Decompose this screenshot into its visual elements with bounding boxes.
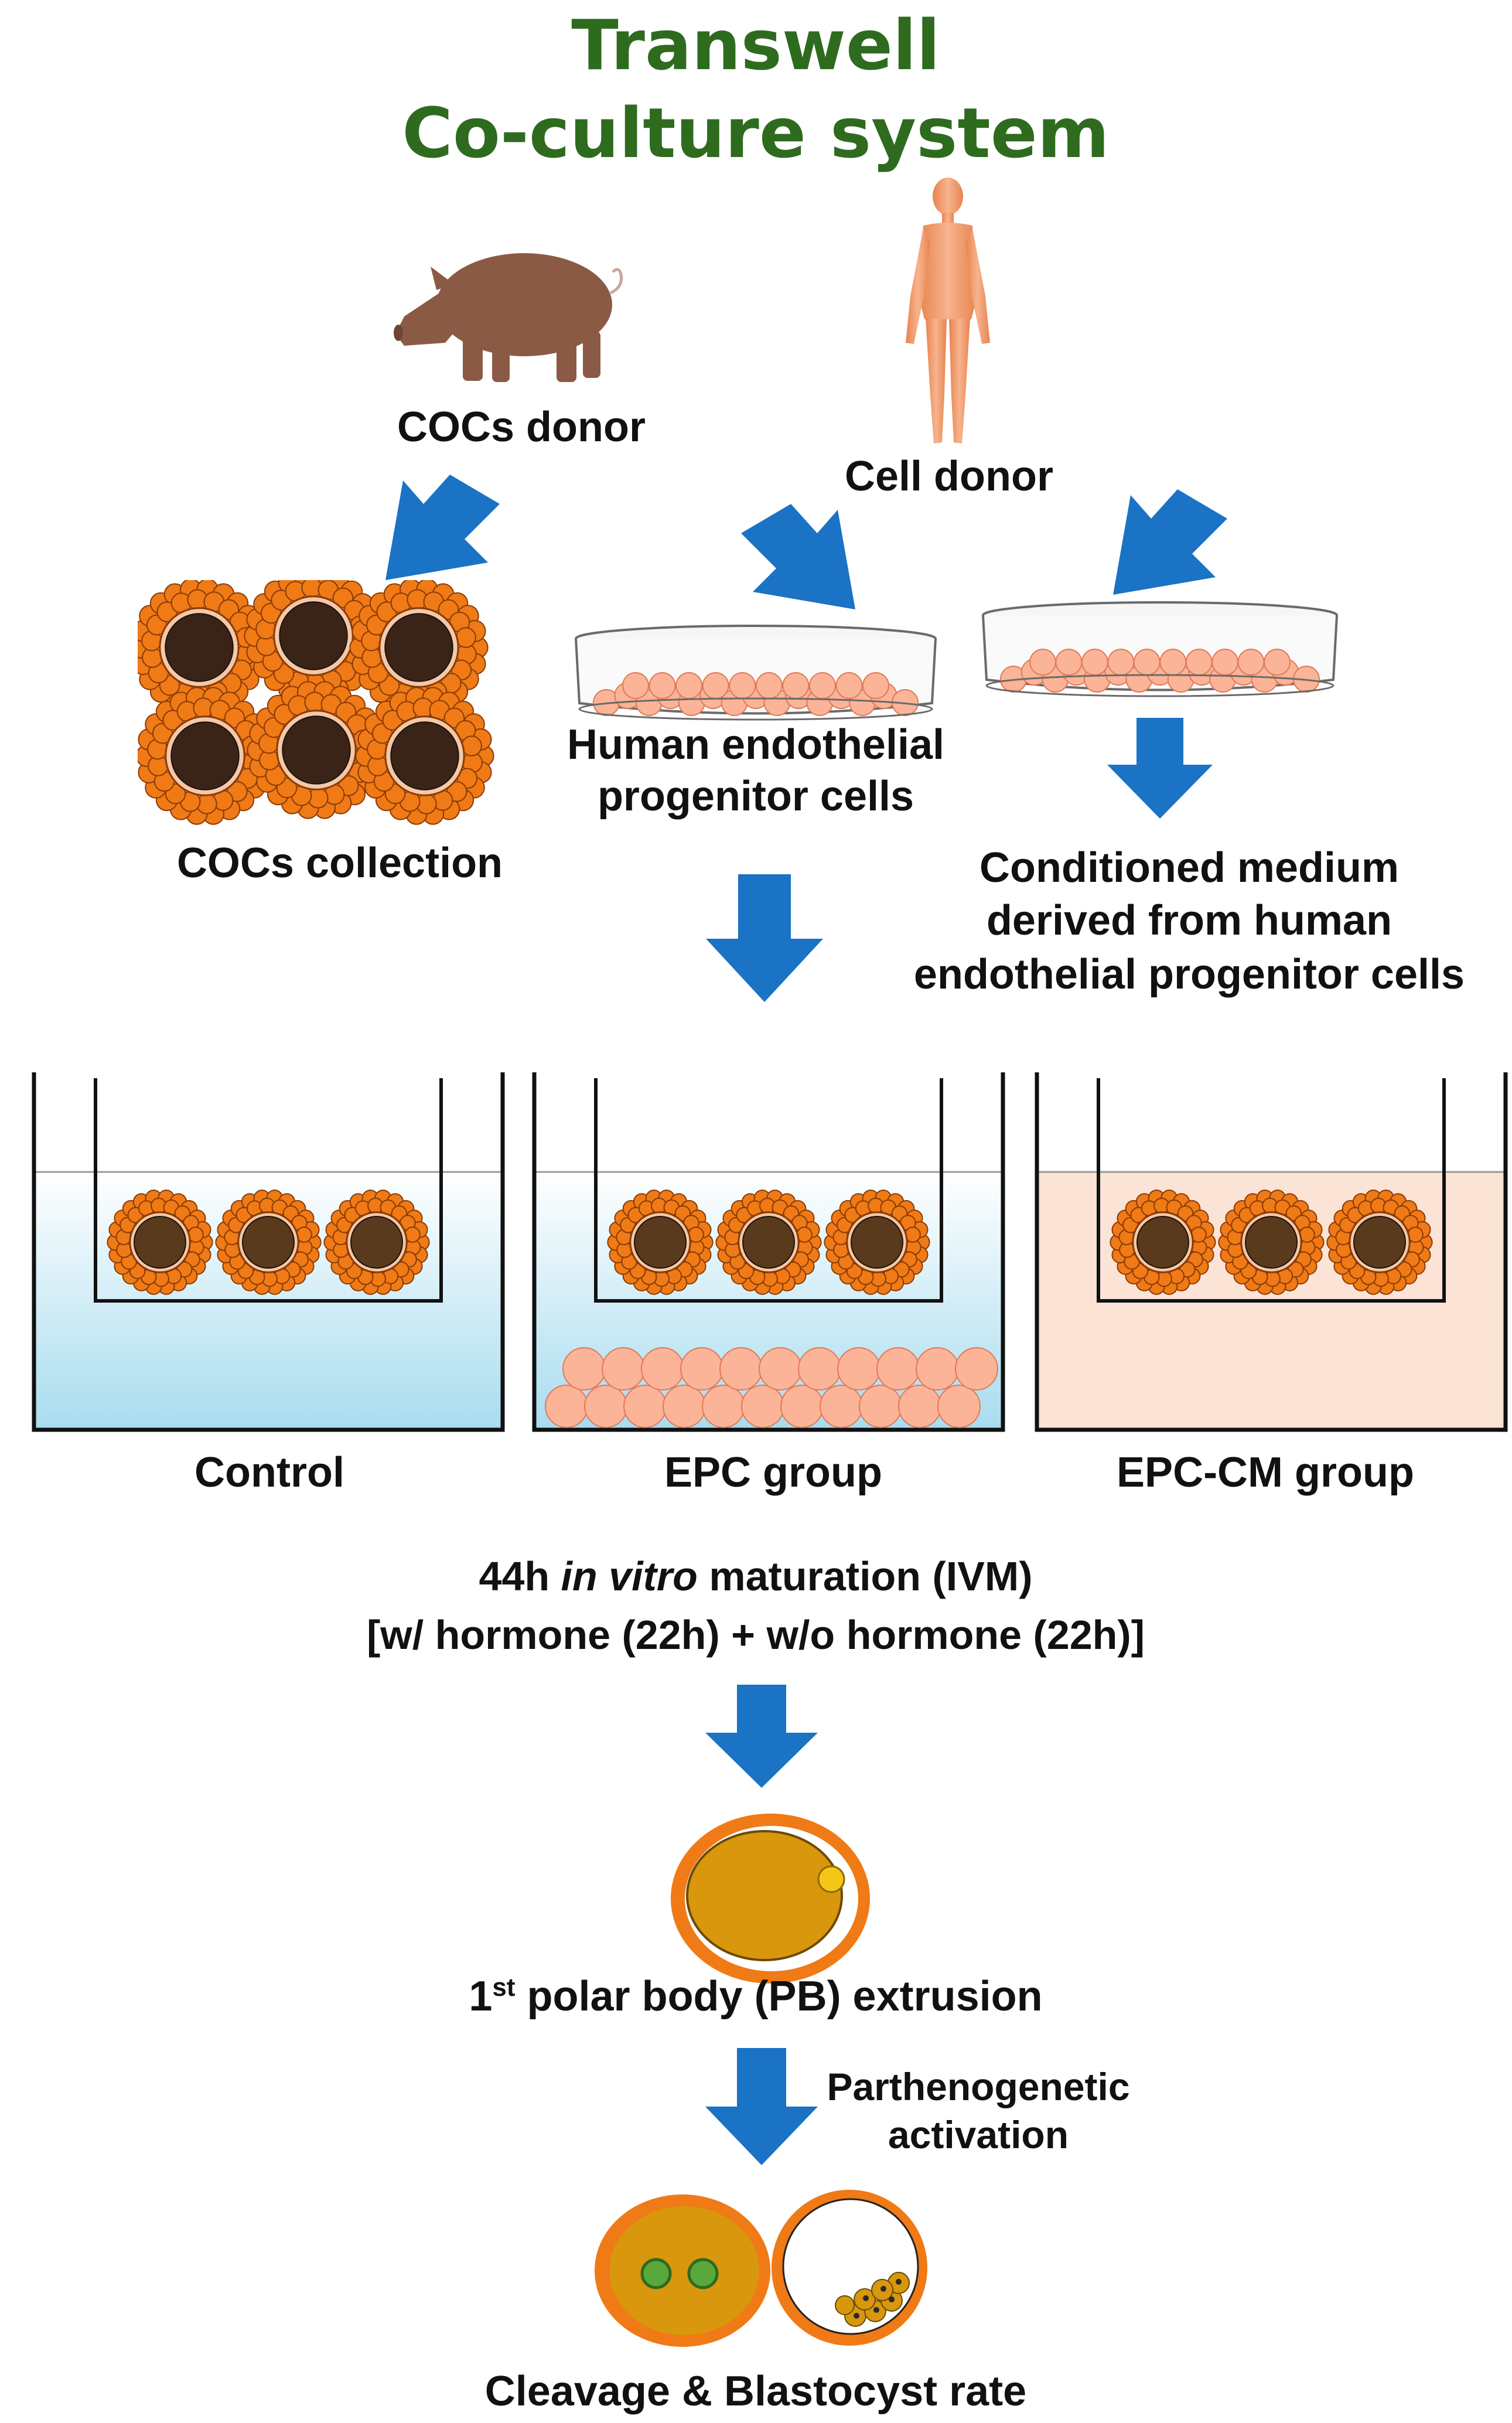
hepc-label-line-1: Human endothelial: [566, 721, 945, 768]
transwell-insert-icon: [594, 1078, 943, 1303]
polar-body-label: 1st polar body (PB) extrusion: [293, 1972, 1219, 2020]
pig-icon: [394, 253, 623, 382]
coc-3: [349, 580, 489, 717]
arrow-to-activation: [705, 2048, 818, 2165]
epc-cell: [702, 672, 729, 699]
epc-cell-layer: [545, 1347, 998, 1428]
arrow-to-cm: [1107, 718, 1213, 819]
epc-cell: [1159, 649, 1187, 676]
arrow-to-transwells: [706, 874, 823, 1002]
insert-coc: [1326, 1190, 1433, 1295]
group-label-epc: EPC group: [664, 1449, 882, 1496]
epc-cell: [729, 672, 756, 699]
epc-cell: [675, 672, 703, 699]
epc-cell: [1107, 649, 1135, 676]
insert-coc: [1110, 1190, 1216, 1295]
coc-6: [355, 687, 494, 825]
blastocyst-icon: [772, 2190, 927, 2346]
outcome-label: Cleavage & Blastocyst rate: [484, 2368, 1027, 2415]
epc-cell: [1029, 649, 1056, 676]
epc-cell: [1211, 649, 1239, 676]
ivm-suffix: maturation (IVM): [697, 1553, 1033, 1599]
epc-cell: [1081, 649, 1108, 676]
coc-cluster-icon: [138, 580, 494, 825]
ivm-italic: in vitro: [561, 1553, 698, 1599]
cm-dish: [982, 601, 1338, 697]
coc-4: [138, 687, 275, 825]
transwell-plates: [32, 1072, 1508, 1432]
arrow-to-oocyte: [705, 1685, 818, 1788]
petri-dish-icon: [982, 601, 1338, 697]
pb-suffix: polar body (PB) extrusion: [515, 1973, 1043, 2020]
cm-label-line-2: derived from human: [986, 897, 1392, 944]
epc-cell: [1185, 649, 1213, 676]
human-figure-icon: [906, 178, 990, 444]
title-line-1: Transwell: [571, 5, 940, 86]
hepc-dish: [575, 625, 937, 721]
insert-coc: [824, 1190, 930, 1295]
insert-coc: [107, 1190, 213, 1295]
cell-donor-label: Cell donor: [845, 453, 1053, 500]
epc-cell: [622, 672, 649, 699]
epc-cell: [835, 672, 863, 699]
group-label-epc-cm: EPC-CM group: [1117, 1449, 1414, 1496]
epc-cell: [1264, 649, 1291, 676]
epc-cell: [1055, 649, 1083, 676]
activation-label-line-2: activation: [888, 2113, 1069, 2156]
transwell-insert-icon: [94, 1078, 443, 1303]
cm-label-line-3: endothelial progenitor cells: [913, 951, 1465, 998]
epc-cell: [862, 672, 889, 699]
insert-coc: [323, 1190, 430, 1295]
insert-coc: [215, 1190, 322, 1295]
epc-cell: [755, 672, 783, 699]
ivm-prefix: 44h: [479, 1553, 561, 1599]
insert-coc: [1218, 1190, 1325, 1295]
transwell-insert-icon: [1097, 1078, 1446, 1303]
cleaved-embryo-icon: [595, 2194, 770, 2347]
oocyte-icon: [671, 1814, 870, 1984]
arrow-to-cocs-collection: [385, 475, 500, 580]
group-label-control: Control: [194, 1449, 344, 1496]
epc-cell: [1237, 649, 1265, 676]
cocs-collection-label: COCs collection: [176, 840, 503, 887]
insert-coc: [607, 1190, 714, 1295]
epc-cell: [782, 672, 810, 699]
epc-cell: [649, 672, 676, 699]
ivm-label: 44h in vitro maturation (IVM): [234, 1553, 1277, 1600]
pb-prefix: 1: [469, 1973, 493, 2020]
arrow-to-hepc: [741, 504, 855, 609]
coc-5: [247, 681, 386, 819]
title-line-2: Co-culture system: [402, 93, 1110, 173]
ivm-detail-label: [w/ hormone (22h) + w/o hormone (22h)]: [366, 1612, 1145, 1658]
activation-label-line-1: Parthenogenetic: [827, 2065, 1130, 2108]
insert-coc: [715, 1190, 822, 1295]
epc-cell: [808, 672, 836, 699]
cm-label-line-1: Conditioned medium: [979, 844, 1399, 891]
hepc-label-line-2: progenitor cells: [597, 773, 914, 820]
cocs-donor-label: COCs donor: [397, 404, 646, 451]
pb-superscript: st: [492, 1973, 516, 2002]
petri-dish-icon: [575, 625, 937, 721]
epc-cell: [1133, 649, 1161, 676]
arrow-to-cm-dish: [1113, 489, 1227, 595]
